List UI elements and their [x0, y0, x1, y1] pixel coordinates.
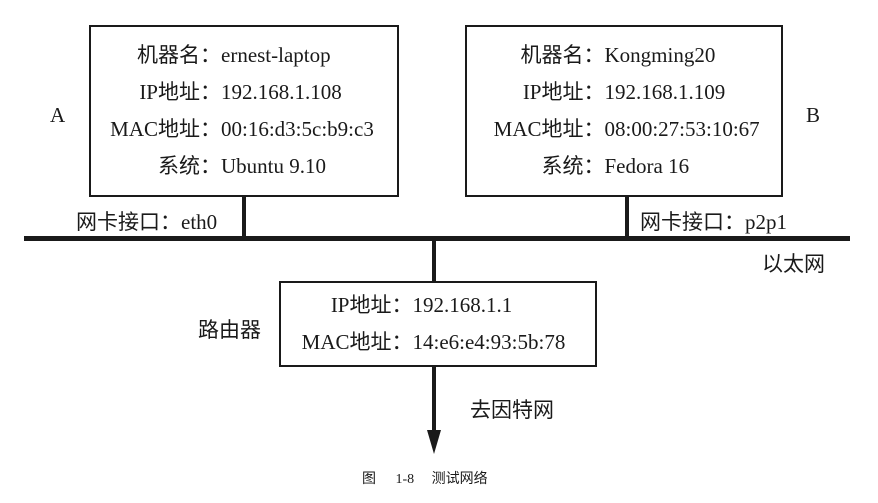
host-b-os-row: 系统： Fedora 16 [476, 148, 773, 185]
os-label: 系统： [541, 154, 605, 178]
router-name: 路由器 [198, 318, 261, 342]
ip-value: 192.168.1.1 [412, 293, 513, 317]
caption-title: 测试网络 [431, 472, 488, 487]
ip-value: 192.168.1.109 [604, 80, 726, 104]
mac-label: MAC地址： [110, 117, 221, 141]
host-b-hostname-row: 机器名： Kongming20 [476, 37, 773, 74]
hostname-label: 机器名： [137, 43, 221, 67]
router-link [432, 240, 436, 282]
os-value: Ubuntu 9.10 [221, 154, 326, 178]
internet-label: 去因特网 [470, 398, 554, 422]
os-value: Fedora 16 [604, 154, 690, 178]
ethernet-label: 以太网 [762, 252, 825, 276]
ip-value: 192.168.1.108 [221, 80, 342, 104]
host-a-tag: A [50, 103, 66, 127]
host-b-ip-row: IP地址： 192.168.1.109 [476, 74, 773, 111]
hostname-label: 机器名： [520, 43, 605, 67]
internet-arrow-head [427, 430, 441, 454]
mac-value: 08:00:27:53:10:67 [604, 117, 760, 141]
host-a-mac-row: MAC地址： 00:16:d3:5c:b9:c3 [101, 111, 387, 148]
mac-label: MAC地址： [493, 117, 605, 141]
host-b-link [625, 196, 629, 238]
ip-label: IP地址： [522, 80, 605, 104]
ethernet-bus [24, 236, 850, 241]
caption-figure: 图 [362, 472, 376, 487]
hostname-value: Kongming20 [604, 43, 716, 67]
os-label: 系统： [158, 154, 221, 178]
ip-label: IP地址： [139, 80, 221, 104]
hostname-value: ernest-laptop [221, 43, 331, 67]
host-b-box: 机器名： Kongming20 IP地址： 192.168.1.109 MAC地… [465, 25, 783, 197]
internet-arrow [427, 366, 441, 454]
mac-value: 14:e6:e4:93:5b:78 [412, 330, 566, 354]
host-a-interface-label: 网卡接口：eth0 [76, 210, 218, 234]
host-a-os-row: 系统： Ubuntu 9.10 [101, 148, 387, 185]
host-a-hostname-row: 机器名： ernest-laptop [101, 37, 387, 74]
router-ip-row: IP地址： 192.168.1.1 [288, 287, 589, 324]
host-b-mac-row: MAC地址： 08:00:27:53:10:67 [476, 111, 773, 148]
host-a-box: 机器名： ernest-laptop IP地址： 192.168.1.108 M… [89, 25, 399, 197]
host-b-interface-label: 网卡接口：p2p1 [640, 210, 787, 234]
figure-caption: 图 1-8 测试网络 [362, 471, 488, 489]
router-box: IP地址： 192.168.1.1 MAC地址： 14:e6:e4:93:5b:… [279, 281, 597, 367]
caption-number: 1-8 [395, 472, 415, 487]
router-mac-row: MAC地址： 14:e6:e4:93:5b:78 [288, 324, 589, 361]
host-b-tag: B [806, 103, 821, 127]
mac-label: MAC地址： [301, 330, 413, 354]
mac-value: 00:16:d3:5c:b9:c3 [221, 117, 374, 141]
host-a-ip-row: IP地址： 192.168.1.108 [101, 74, 387, 111]
host-a-link [242, 196, 246, 238]
ip-label: IP地址： [330, 293, 413, 317]
